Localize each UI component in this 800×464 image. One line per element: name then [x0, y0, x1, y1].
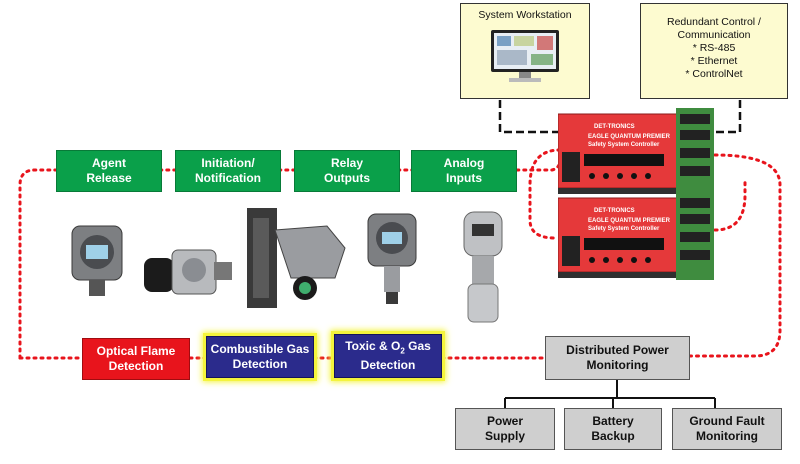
combustible-gas-detection-box: Combustible Gas Detection	[206, 336, 314, 378]
combustible-line1: Combustible Gas	[210, 342, 310, 356]
controller-top-brand: DET-TRONICS	[594, 124, 635, 130]
power-supply-line2: Supply	[484, 429, 525, 443]
ground-fault-box: Ground Fault Monitoring	[672, 408, 782, 450]
redundant-link	[700, 100, 742, 134]
right-loop-wire	[688, 153, 782, 358]
toxic-line1-b: Gas	[404, 338, 431, 353]
analog-sensor-image	[463, 211, 503, 323]
initiation-notification-box: Initiation/ Notification	[175, 150, 281, 192]
initiation-line2: Notification	[195, 171, 261, 185]
toxic-subscript: 2	[400, 346, 405, 356]
redundant-title-line2: Communication	[677, 29, 751, 41]
redundant-comm-box: Redundant Control / Communication * RS-4…	[640, 3, 788, 99]
controller-top-line1: EAGLE QUANTUM PREMIER	[588, 134, 671, 140]
safety-controller-bottom: DET-TRONICS EAGLE QUANTUM PREMIER Safety…	[558, 192, 714, 280]
toxic-gas-detector-image	[367, 213, 417, 304]
distributed-power-box: Distributed Power Monitoring	[545, 336, 690, 380]
controller-link-wire	[528, 148, 562, 240]
power-tree	[504, 380, 716, 408]
toxic-line1-a: Toxic & O	[345, 338, 401, 353]
relay-line2: Outputs	[324, 171, 370, 185]
toxic-line2: Detection	[360, 358, 416, 373]
agent-release-line1: Agent	[92, 156, 126, 170]
battery-line2: Backup	[591, 429, 635, 443]
workstation-title: System Workstation	[478, 9, 572, 21]
redundant-item-rs485: * RS-485	[692, 42, 736, 54]
controller-bottom-brand: DET-TRONICS	[594, 208, 635, 214]
toxic-line1: Toxic & O2 Gas	[345, 339, 431, 358]
agent-release-box: Agent Release	[56, 150, 162, 192]
combustible-line2: Detection	[232, 357, 288, 371]
agent-release-line2: Release	[86, 171, 132, 185]
open-path-detector-image	[247, 208, 346, 308]
gas-detector-image	[144, 249, 232, 295]
safety-controller-top: DET-TRONICS EAGLE QUANTUM PREMIER Safety…	[558, 108, 714, 196]
controller-top-line2: Safety System Controller	[588, 142, 660, 148]
controller-bottom-line2: Safety System Controller	[588, 226, 660, 232]
upper-loop-wire	[18, 148, 562, 360]
power-title-line1: Distributed Power	[566, 343, 669, 357]
relay-line1: Relay	[330, 156, 364, 170]
redundant-title-line1: Redundant Control /	[667, 16, 761, 28]
system-workstation-box: System Workstation	[460, 3, 590, 99]
relay-outputs-box: Relay Outputs	[294, 150, 400, 192]
power-supply-box: Power Supply	[455, 408, 555, 450]
analog-line1: Analog	[443, 156, 485, 170]
optical-line2: Detection	[108, 359, 164, 373]
ground-fault-line1: Ground Fault	[689, 414, 765, 428]
analog-line2: Inputs	[446, 171, 482, 185]
ground-fault-line2: Monitoring	[696, 429, 758, 443]
controller-bottom-line1: EAGLE QUANTUM PREMIER	[588, 218, 671, 224]
analog-inputs-box: Analog Inputs	[411, 150, 517, 192]
optical-flame-detection-box: Optical Flame Detection	[82, 338, 190, 380]
flame-detector-image	[71, 225, 123, 296]
right-controller-wire	[713, 178, 747, 232]
monitor-icon	[491, 30, 559, 82]
battery-line1: Battery	[592, 414, 634, 428]
battery-backup-box: Battery Backup	[564, 408, 662, 450]
redundant-item-ethernet: * Ethernet	[690, 55, 738, 67]
toxic-gas-detection-box: Toxic & O2 Gas Detection	[334, 334, 442, 378]
initiation-line1: Initiation/	[201, 156, 255, 170]
power-supply-line1: Power	[486, 414, 523, 428]
workstation-link	[498, 100, 560, 134]
optical-line1: Optical Flame	[96, 344, 176, 358]
redundant-item-controlnet: * ControlNet	[685, 68, 743, 80]
power-title-line2: Monitoring	[586, 358, 649, 372]
